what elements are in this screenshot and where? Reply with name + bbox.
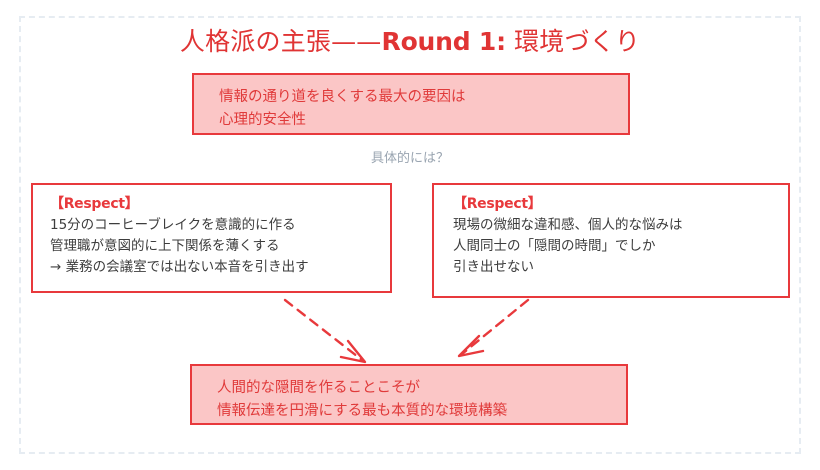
premise-line-2: 心理的安全性 (219, 112, 306, 128)
arrow-left-to-conclusion-icon (283, 298, 367, 364)
page-title-round: Round 1: (381, 27, 507, 56)
left-respect-heading: 【Respect】 (50, 196, 139, 212)
right-evidence-box: 【Respect】 現場の微細な違和感、個人的な悩みは 人間同士の「隠間の時間」… (432, 183, 790, 298)
left-line-1: 15分のコーヒーブレイクを意識的に作る (50, 217, 296, 233)
left-line-2: 管理職が意図的に上下関係を薄くする (50, 238, 280, 254)
right-line-2: 人間同士の「隠間の時間」でしか (453, 238, 656, 254)
conclusion-line-2: 情報伝達を円滑にする最も本質的な環境構築 (217, 403, 508, 419)
premise-box: 情報の通り道を良くする最大の要因は 心理的安全性 (192, 73, 630, 135)
right-line-3: 引き出せない (453, 259, 534, 275)
page-title-tail: 環境づくり (505, 27, 641, 56)
page-title: 人格派の主張——Round 1: 環境づくり (0, 26, 820, 58)
page-title-main: 人格派の主張—— (179, 27, 382, 56)
conclusion-line-1: 人間的な隠間を作ることこそが (217, 380, 420, 396)
right-respect-heading: 【Respect】 (453, 196, 542, 212)
left-line-3: → 業務の会議室では出ない本音を引き出す (50, 259, 309, 275)
conclusion-box: 人間的な隠間を作ることこそが 情報伝達を円滑にする最も本質的な環境構築 (190, 364, 628, 425)
right-line-1: 現場の微細な違和感、個人的な悩みは (453, 217, 683, 233)
connector-label: 具体的には？ (370, 151, 449, 166)
arrow-right-to-conclusion-icon (457, 298, 530, 358)
left-evidence-box: 【Respect】 15分のコーヒーブレイクを意識的に作る 管理職が意図的に上下… (31, 183, 392, 293)
premise-line-1: 情報の通り道を良くする最大の要因は (219, 89, 466, 105)
